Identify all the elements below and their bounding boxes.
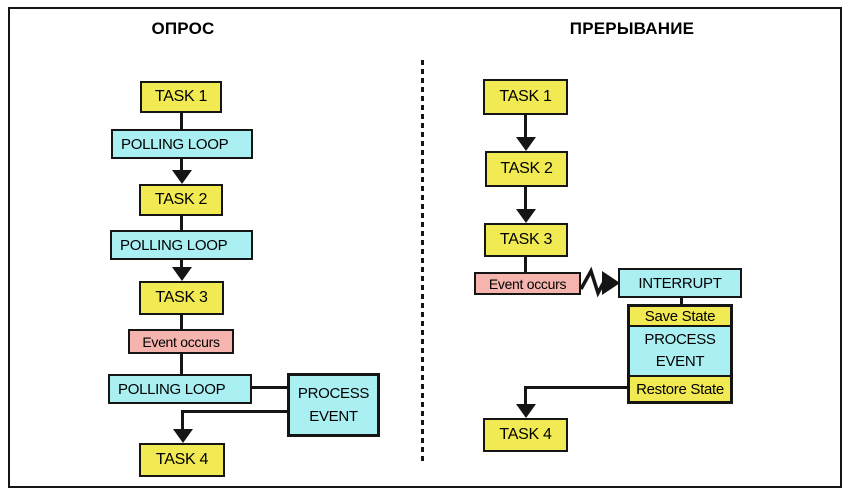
left-task3-box: TASK 3 bbox=[139, 281, 224, 315]
connector-right-task2-task3 bbox=[524, 186, 527, 211]
connector-left-polling3-process bbox=[251, 386, 288, 389]
arrow-down-left-task4 bbox=[173, 429, 193, 443]
left-polling-loop2-box: POLLING LOOP bbox=[110, 230, 253, 260]
left-polling-loop3-box: POLLING LOOP bbox=[108, 374, 252, 404]
connector-left-return-down bbox=[181, 410, 184, 430]
dashed-divider bbox=[421, 60, 424, 463]
left-event-occurs-box: Event occurs bbox=[128, 329, 234, 354]
left-polling-loop1-box: POLLING LOOP bbox=[111, 129, 253, 159]
connector-left-task3-event bbox=[180, 314, 183, 330]
left-process-event-box: PROCESS EVENT bbox=[287, 373, 380, 437]
connector-left-process-return bbox=[181, 410, 287, 413]
left-task4-box: TASK 4 bbox=[139, 443, 225, 477]
arrow-down-right-task3 bbox=[516, 209, 536, 223]
arrow-down-right-task2 bbox=[516, 137, 536, 151]
right-task3-box: TASK 3 bbox=[484, 223, 568, 257]
process-event-line2: EVENT bbox=[655, 353, 705, 370]
left-task1-box: TASK 1 bbox=[140, 81, 222, 113]
left-task2-box: TASK 2 bbox=[139, 184, 223, 216]
lightning-zigzag-arrow-icon bbox=[579, 266, 620, 298]
process-event-line1: PROCESS bbox=[297, 384, 370, 402]
connector-left-event-polling3 bbox=[180, 353, 183, 375]
right-task2-box: TASK 2 bbox=[485, 151, 568, 187]
connector-left-task1-polling1 bbox=[180, 112, 183, 130]
right-event-occurs-box: Event occurs bbox=[474, 272, 581, 295]
right-interrupt-box: INTERRUPT bbox=[618, 268, 742, 298]
right-interrupt-handler-stack: Save State PROCESS EVENT Restore State bbox=[627, 304, 733, 404]
connector-left-task2-polling2 bbox=[180, 215, 183, 231]
process-event-line2: EVENT bbox=[309, 408, 358, 425]
left-column-title: ОПРОС bbox=[151, 19, 215, 38]
right-task1-box: TASK 1 bbox=[483, 79, 568, 115]
right-column-title: ПРЕРЫВАНИЕ bbox=[569, 19, 695, 38]
right-task4-box: TASK 4 bbox=[483, 418, 568, 452]
process-event-line1: PROCESS bbox=[644, 330, 716, 348]
connector-left-polling1-task2 bbox=[180, 158, 183, 172]
connector-right-task3-event bbox=[524, 256, 527, 272]
connector-right-task1-task2 bbox=[524, 114, 527, 139]
arrow-down-left-task2 bbox=[172, 170, 192, 184]
connector-left-polling2-task3 bbox=[180, 259, 183, 269]
connector-right-interrupt-stack bbox=[680, 297, 683, 305]
outer-frame bbox=[8, 7, 842, 488]
right-save-state-box: Save State bbox=[630, 307, 730, 325]
arrow-down-left-task3 bbox=[172, 267, 192, 281]
connector-right-return-down bbox=[524, 386, 527, 405]
right-process-event-box: PROCESS EVENT bbox=[630, 325, 730, 377]
connector-right-restore-return bbox=[524, 386, 627, 389]
arrow-down-right-task4 bbox=[516, 404, 536, 418]
right-restore-state-box: Restore State bbox=[630, 377, 730, 401]
